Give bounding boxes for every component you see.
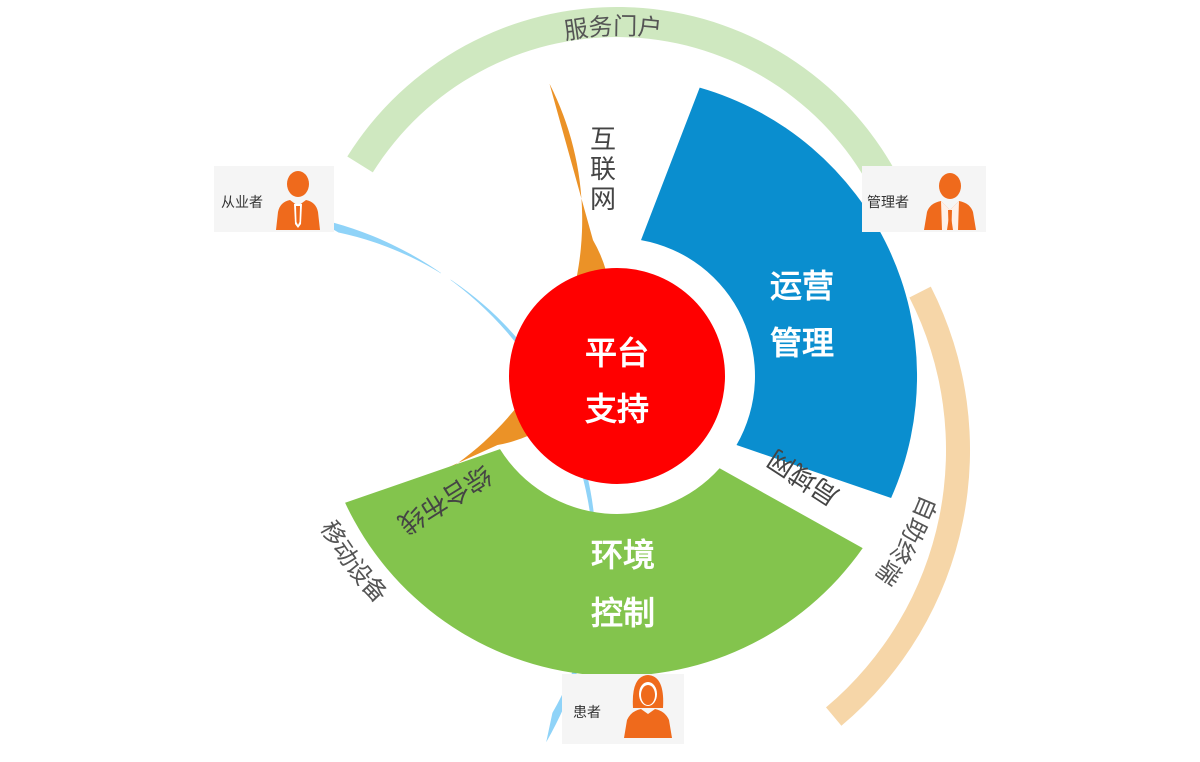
internet-gap-char: 联 (590, 155, 616, 185)
practitioner-label: 从业者 (221, 195, 263, 211)
platform-support-label-line1: 平台 (585, 334, 649, 372)
service-portal-ring (347, 6, 893, 182)
medical-service-label-line2: 服务 (393, 326, 457, 364)
manager-label: 管理者 (867, 195, 909, 211)
manager-persona: 管理者 (862, 166, 986, 232)
internet-gap-char: 互 (590, 125, 616, 155)
patient-persona: 患者 (562, 674, 684, 744)
male-suit-user-icon (924, 173, 976, 230)
environment-control-label-line2: 控制 (591, 594, 655, 632)
environment-control-segment (345, 449, 863, 676)
medical-service-label-line1: 医疗 (393, 270, 457, 308)
environment-control-label-line1: 环境 (591, 536, 655, 574)
platform-support-label-line2: 支持 (585, 390, 649, 428)
self-service-terminal-ring (826, 286, 971, 726)
patient-label: 患者 (573, 705, 601, 721)
internet-gap-label: 互联网 (590, 125, 616, 215)
operation-management-label-line1: 运营 (770, 267, 834, 305)
female-user-icon (624, 675, 672, 738)
operation-management-segment (641, 87, 918, 498)
platform-support-circle (509, 268, 725, 484)
practitioner-persona: 从业者 (214, 166, 334, 232)
internet-gap-char: 网 (590, 185, 616, 215)
male-tie-user-icon (276, 171, 320, 230)
operation-management-label-line2: 管理 (770, 324, 834, 362)
